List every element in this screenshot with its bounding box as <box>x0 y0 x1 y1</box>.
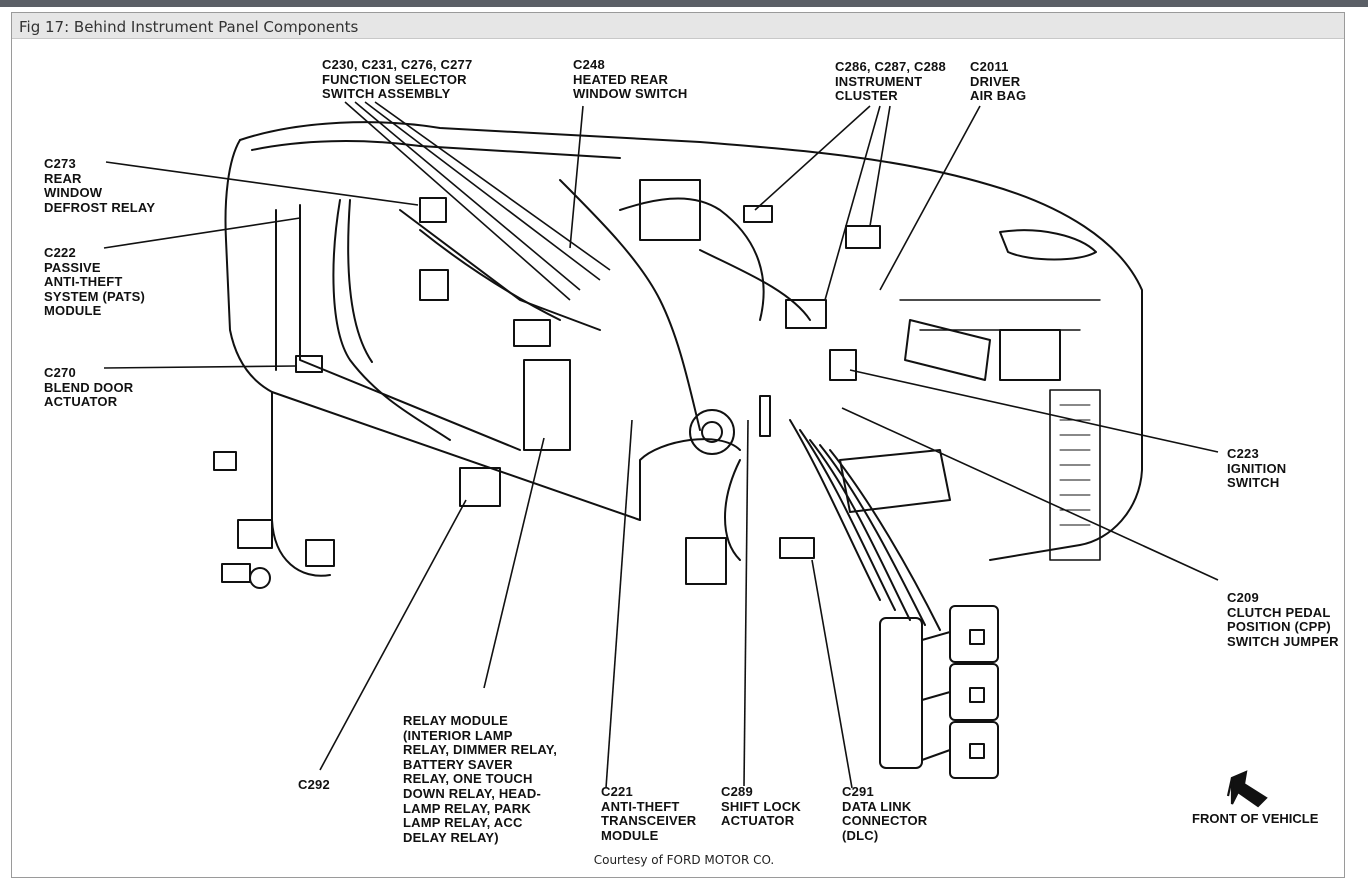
label-c286: C286, C287, C288 INSTRUMENT CLUSTER <box>835 59 946 104</box>
figure-frame: Fig 17: Behind Instrument Panel Componen… <box>11 12 1345 878</box>
label-c289: C289 SHIFT LOCK ACTUATOR <box>721 784 801 829</box>
label-c270: C270 BLEND DOOR ACTUATOR <box>44 365 134 410</box>
figure-title: Fig 17: Behind Instrument Panel Componen… <box>19 18 359 36</box>
label-c273: C273 REAR WINDOW DEFROST RELAY <box>44 156 156 215</box>
figure-title-bar: Fig 17: Behind Instrument Panel Componen… <box>12 13 1344 39</box>
label-c2011: C2011 DRIVER AIR BAG <box>970 59 1027 104</box>
label-c209: C209 CLUTCH PEDAL POSITION (CPP) SWITCH … <box>1227 590 1339 649</box>
figure-credit: Courtesy of FORD MOTOR CO. <box>593 853 775 867</box>
label-c230: C230, C231, C276, C277 FUNCTION SELECTOR… <box>322 57 473 102</box>
label-c222: C222 PASSIVE ANTI-THEFT SYSTEM (PATS) MO… <box>44 245 146 319</box>
label-c223: C223 IGNITION SWITCH <box>1227 446 1287 491</box>
label-c221: C221 ANTI-THEFT TRANSCEIVER MODULE <box>601 784 697 843</box>
front-of-vehicle-label: FRONT OF VEHICLE <box>1192 811 1319 826</box>
label-c292: C292 <box>298 777 330 792</box>
label-c248: C248 HEATED REAR WINDOW SWITCH <box>573 57 688 102</box>
window-top-bar <box>0 0 1368 7</box>
label-relay-module: RELAY MODULE (INTERIOR LAMP RELAY, DIMME… <box>403 713 558 845</box>
label-c291: C291 DATA LINK CONNECTOR (DLC) <box>842 784 928 843</box>
